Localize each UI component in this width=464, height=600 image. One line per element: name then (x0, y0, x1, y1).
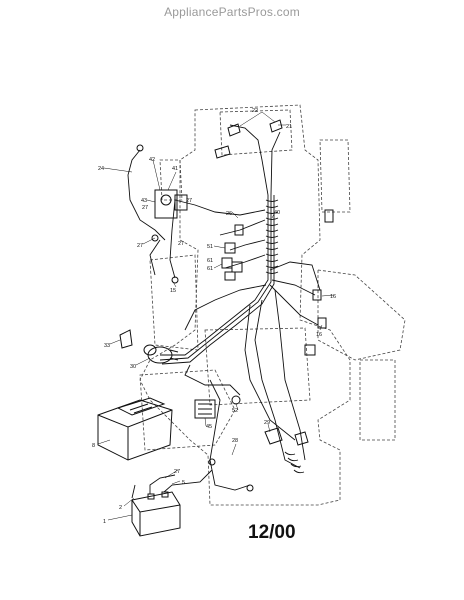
callout-61b: 61 (207, 266, 213, 272)
callout-8: 8 (92, 443, 95, 449)
callout-28: 28 (232, 438, 238, 444)
callout-29: 29 (264, 420, 270, 426)
callout-27c: 27 (142, 205, 148, 211)
callout-5: 5 (182, 480, 185, 486)
solenoid-icon (143, 344, 179, 364)
callout-27d: 27 (186, 198, 192, 204)
callout-16b: 16 (316, 332, 322, 338)
leader-lines (97, 111, 335, 521)
callout-2: 2 (119, 505, 122, 511)
watermark: AppliancePartsPros.com (164, 5, 300, 19)
ignition-switch-icon (154, 189, 188, 219)
callout-61a: 61 (207, 258, 213, 264)
wiring-harness-icon (127, 124, 321, 499)
callout-45: 45 (206, 424, 212, 430)
callout-27a: 27 (174, 469, 180, 475)
callout-27b: 27 (137, 243, 143, 249)
callout-52: 52 (232, 408, 238, 414)
callout-43: 43 (141, 198, 147, 204)
date-code: 12/00 (248, 522, 296, 543)
callout-41: 41 (172, 166, 178, 172)
tractor-outline (139, 104, 406, 506)
callout-51: 51 (207, 244, 213, 250)
callout-33: 33 (104, 343, 110, 349)
callout-26: 26 (226, 211, 232, 217)
callout-21: 21 (286, 124, 292, 130)
callout-42: 42 (149, 157, 155, 163)
callout-27e: 27 (178, 241, 184, 247)
callout-16a: 16 (330, 294, 336, 300)
connector-icon (234, 209, 334, 356)
callout-24: 24 (98, 166, 104, 172)
callout-30: 30 (130, 364, 136, 370)
battery-icon (131, 491, 181, 537)
relay-icon (221, 242, 243, 281)
headlight-bulb-icon (214, 119, 283, 159)
callout-1: 1 (103, 519, 106, 525)
cable-icon (136, 144, 254, 492)
callout-labels: 1 2 5 8 15 16 16 21 22 24 26 27 27 27 27… (92, 108, 336, 525)
battery-box-icon (97, 397, 173, 461)
callout-15: 15 (170, 288, 176, 294)
callout-22: 22 (252, 108, 258, 114)
callout-40: 40 (274, 210, 280, 216)
